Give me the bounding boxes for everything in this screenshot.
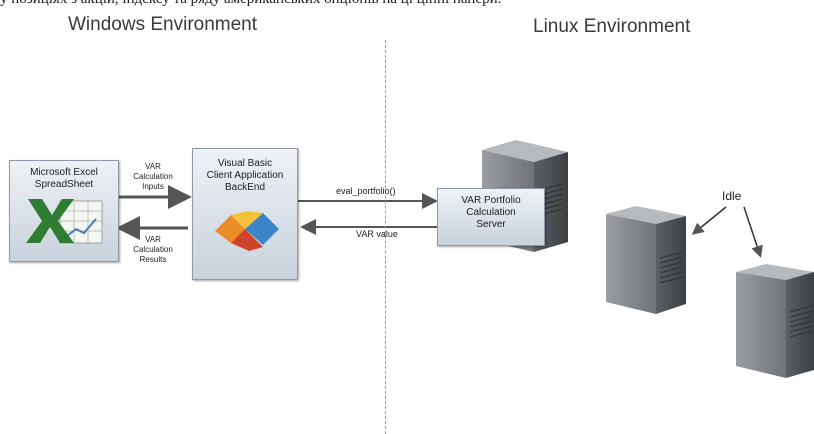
eval-portfolio-label: eval_portfolio() (336, 186, 396, 196)
idle-label: Idle (722, 189, 742, 203)
vb-box-line3: BackEnd (224, 182, 266, 193)
excel-box-line1: Microsoft Excel (30, 167, 98, 178)
linux-environment-title: Linux Environment (533, 16, 691, 37)
var-value-label: VAR value (356, 229, 398, 239)
windows-environment-title: Windows Environment (68, 14, 258, 35)
var-box-line3: Server (476, 219, 506, 230)
visual-studio-icon (215, 211, 279, 251)
vb-box-line2: Client Application (206, 170, 284, 181)
var-box-line1: VAR Portfolio (461, 195, 521, 206)
server-tower-idle-1 (606, 206, 686, 314)
excel-box-line2: SpreadSheet (34, 179, 94, 190)
var-portfolio-server-box: VAR Portfolio Calculation Server (437, 188, 545, 246)
cropped-caption-text: у позиціях з акцій, індексу та ряду амер… (0, 0, 814, 8)
results-label-line3: Results (139, 255, 167, 264)
arrow-idle-2 (743, 206, 763, 258)
excel-icon (26, 199, 103, 244)
arrow-idle-1 (691, 206, 727, 235)
server-tower-idle-2 (736, 264, 814, 378)
environment-divider (385, 40, 386, 434)
visual-basic-backend-box: Visual Basic Client Application BackEnd (192, 148, 298, 280)
inputs-edge-label: VAR Calculation Inputs (128, 162, 178, 192)
inputs-label-line2: Calculation (133, 172, 173, 181)
results-label-line2: Calculation (133, 245, 173, 254)
inputs-label-line3: Inputs (142, 182, 164, 191)
results-edge-label: VAR Calculation Results (128, 235, 178, 265)
vb-box-line1: Visual Basic (217, 158, 273, 169)
results-label-line1: VAR (145, 235, 161, 244)
excel-spreadsheet-box: Microsoft Excel SpreadSheet (9, 160, 119, 262)
var-box-line2: Calculation (466, 207, 516, 218)
inputs-label-line1: VAR (145, 162, 161, 171)
